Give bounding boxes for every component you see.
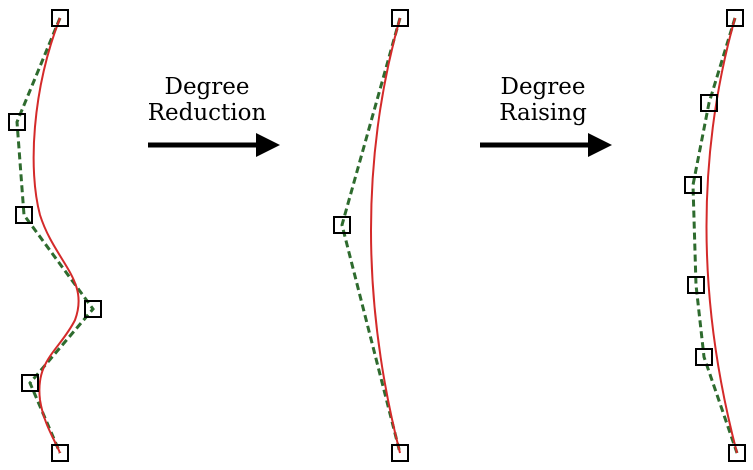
label-line: Degree (164, 74, 250, 100)
original-control-polygon (15, 17, 95, 454)
control-point-marker (15, 206, 33, 224)
label-line: Raising (499, 100, 587, 126)
control-point-marker (391, 444, 409, 462)
control-point-marker (51, 444, 69, 462)
degree-raising-label: Degree Raising (478, 74, 608, 126)
raised-curve-panel (684, 9, 746, 462)
control-point-marker (728, 444, 746, 462)
raising-arrow (480, 133, 612, 157)
reduced-control-polygon (340, 17, 402, 454)
control-point-marker (687, 276, 705, 294)
reduced-curve-panel (333, 9, 409, 462)
raised-control-polygon (691, 17, 739, 454)
control-point-marker (695, 348, 713, 366)
control-point-marker (84, 300, 102, 318)
control-point-marker (51, 9, 69, 27)
original-curve-panel (8, 9, 102, 462)
raised-bezier-curve (705, 17, 738, 454)
control-point-marker (726, 9, 744, 27)
control-point-marker (8, 113, 26, 131)
control-point-marker (700, 94, 718, 112)
control-point-marker (391, 9, 409, 27)
label-line: Degree (500, 74, 586, 100)
degree-reduction-label: Degree Reduction (142, 74, 272, 126)
control-point-marker (21, 374, 39, 392)
control-point-marker (333, 216, 351, 234)
reduced-bezier-curve (370, 17, 401, 454)
reduction-arrow (148, 133, 280, 157)
original-bezier-curve (32, 17, 80, 454)
control-point-marker (684, 176, 702, 194)
label-line: Reduction (147, 100, 267, 126)
